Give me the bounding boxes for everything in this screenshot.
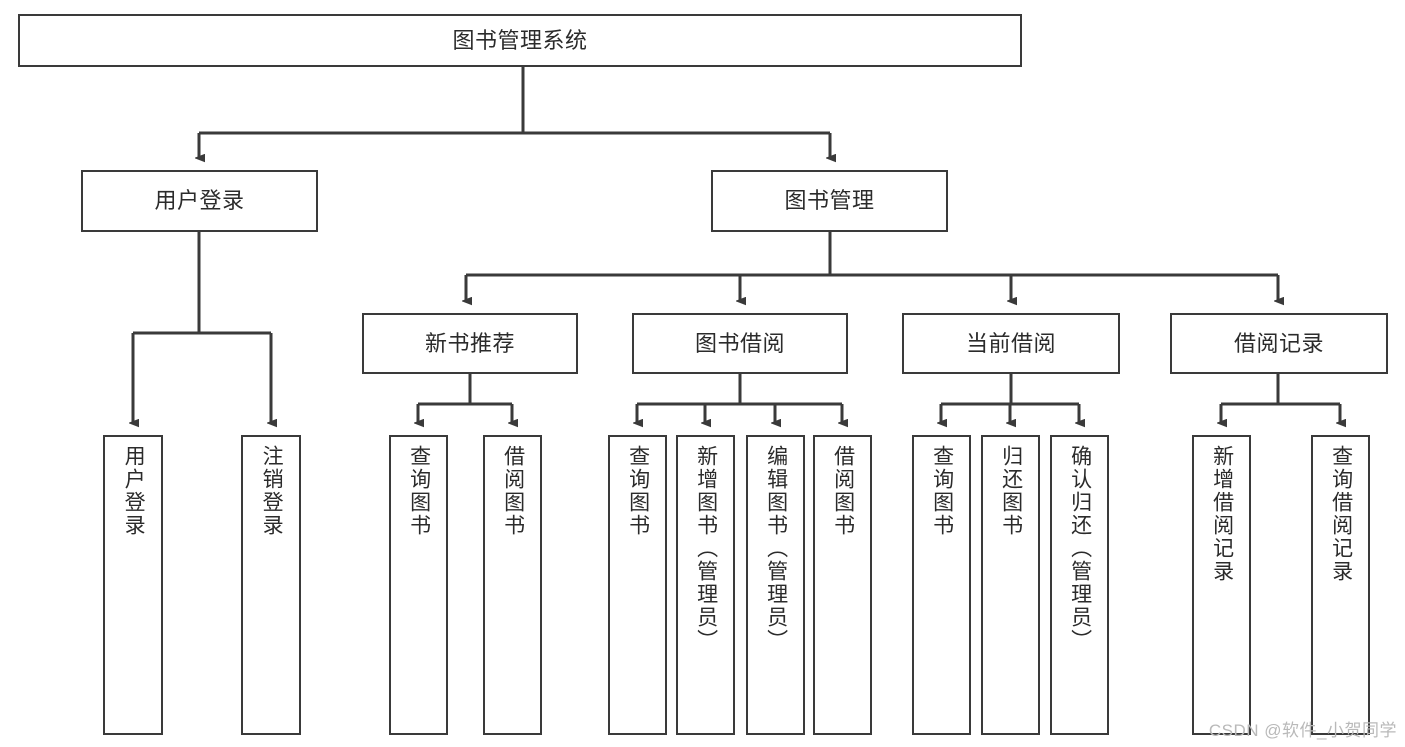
csdn-watermark: CSDN @软件_小贺同学 [1208, 721, 1397, 740]
node-new-book-recommend[interactable]: 新书推荐 [362, 313, 578, 374]
node-label: 注销登录 [260, 445, 284, 537]
leaf-current-borrow-confirm-return[interactable]: 确认归还（管理员） [1050, 435, 1109, 735]
node-label: 借阅记录 [1233, 330, 1324, 356]
node-label: 借阅图书 [831, 445, 855, 537]
leaf-book-borrow-edit[interactable]: 编辑图书（管理员） [746, 435, 805, 735]
leaf-book-borrow-add[interactable]: 新增图书（管理员） [676, 435, 735, 735]
leaf-book-borrow-borrow[interactable]: 借阅图书 [813, 435, 872, 735]
node-book-borrow[interactable]: 图书借阅 [632, 313, 848, 374]
leaf-current-borrow-query[interactable]: 查询图书 [912, 435, 971, 735]
node-label: 用户登录 [122, 445, 146, 537]
leaf-new-book-query[interactable]: 查询图书 [389, 435, 448, 735]
node-label: 图书管理 [784, 188, 875, 214]
leaf-user-login-logout[interactable]: 注销登录 [241, 435, 301, 735]
node-borrow-record[interactable]: 借阅记录 [1170, 313, 1388, 374]
leaf-borrow-record-add[interactable]: 新增借阅记录 [1192, 435, 1251, 735]
node-root-system[interactable]: 图书管理系统 [18, 14, 1022, 67]
node-label: 用户登录 [154, 188, 245, 214]
node-label: 查询图书 [407, 445, 431, 537]
node-label: 图书管理系统 [452, 27, 588, 53]
node-label: 查询借阅记录 [1329, 445, 1353, 583]
node-label: 新增借阅记录 [1210, 445, 1234, 583]
node-user-login[interactable]: 用户登录 [81, 170, 318, 232]
node-current-borrow[interactable]: 当前借阅 [902, 313, 1120, 374]
node-label: 编辑图书（管理员） [764, 445, 788, 652]
node-label: 确认归还（管理员） [1068, 445, 1092, 652]
node-label: 图书借阅 [694, 330, 785, 356]
node-label: 查询图书 [930, 445, 954, 537]
node-label: 新增图书（管理员） [694, 445, 718, 652]
node-label: 新书推荐 [424, 330, 515, 356]
node-label: 归还图书 [999, 445, 1023, 537]
leaf-user-login-login[interactable]: 用户登录 [103, 435, 163, 735]
leaf-book-borrow-query[interactable]: 查询图书 [608, 435, 667, 735]
node-label: 借阅图书 [501, 445, 525, 537]
node-label: 查询图书 [626, 445, 650, 537]
node-book-management[interactable]: 图书管理 [711, 170, 948, 232]
leaf-borrow-record-query[interactable]: 查询借阅记录 [1311, 435, 1370, 735]
leaf-current-borrow-return[interactable]: 归还图书 [981, 435, 1040, 735]
node-label: 当前借阅 [965, 330, 1056, 356]
leaf-new-book-borrow[interactable]: 借阅图书 [483, 435, 542, 735]
